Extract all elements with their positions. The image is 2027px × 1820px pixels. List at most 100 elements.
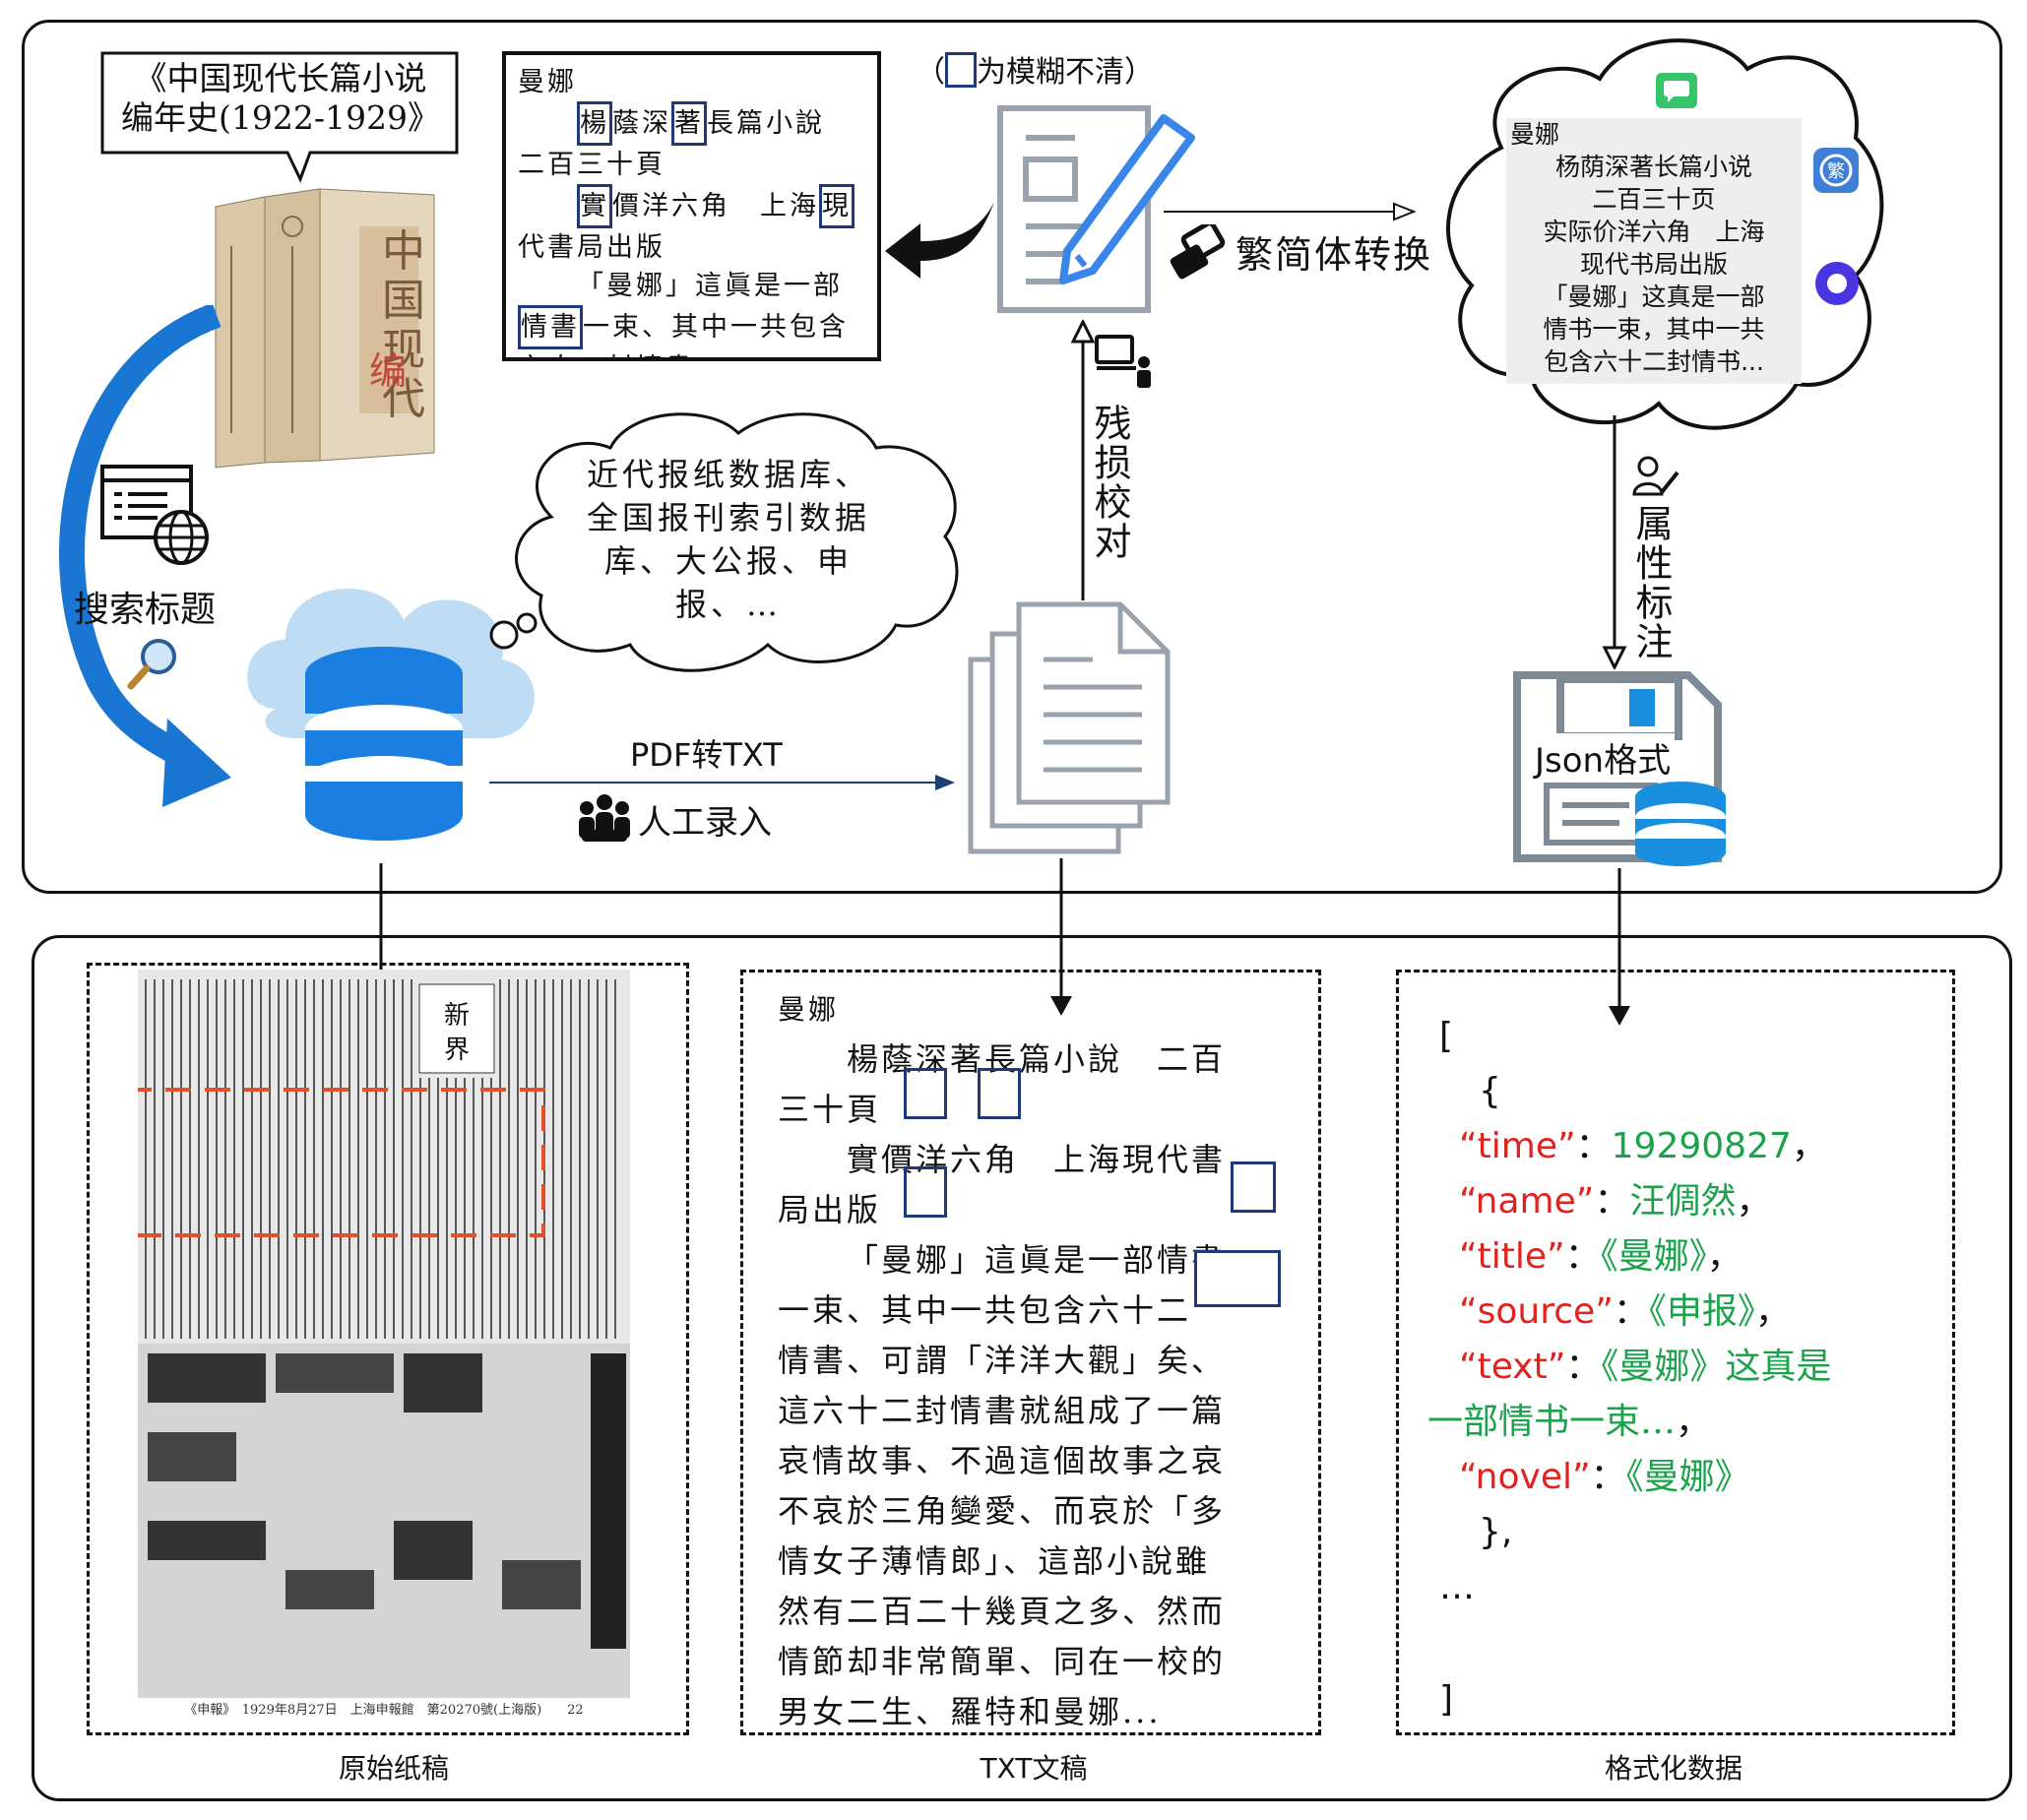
book-callout-line-2: 编年史(1922-1929》 — [121, 98, 440, 137]
json-novel-key: “novel” — [1459, 1457, 1591, 1497]
svg-text:中: 中 — [382, 226, 425, 277]
txt-line-14: 男女二生、羅特和曼娜... — [778, 1693, 1162, 1730]
json-text-row: “text”：《曼娜》这真是 — [1439, 1340, 1951, 1395]
manual-entry-label: 人工录入 — [638, 803, 772, 843]
edit-document-icon — [997, 105, 1195, 313]
txt-blur-box-4 — [1231, 1161, 1276, 1213]
simplified-line-5: 现代书局出版 — [1579, 250, 1728, 279]
ocr-card-line-3: 實價洋六角 上海現 — [518, 184, 865, 228]
ocr-card-line-6: 情書一束、其中一共包含 — [518, 305, 865, 349]
json-colon-2: ： — [1594, 1181, 1630, 1222]
json-name-val: 汪倜然 — [1629, 1181, 1737, 1222]
ocr-card-title: 曼娜 — [518, 67, 577, 97]
web-search-icon — [100, 465, 209, 565]
json-colon-5: ： — [1565, 1347, 1602, 1387]
txt-line-3: 實價洋六角 上海現代書 — [847, 1141, 1227, 1178]
json-close-brace: }, — [1479, 1512, 1513, 1552]
ocr-card: 曼娜 楊蔭深著長篇小說 二百三十頁 實價洋六角 上海現 代書局出版 「曼娜」這眞… — [502, 51, 881, 361]
txt-line-12: 然有二百二十幾頁之多、然而 — [778, 1593, 1227, 1630]
book-callout-bubble — [100, 51, 459, 183]
svg-text:界: 界 — [444, 1036, 470, 1065]
json-text-val-1: 《曼娜》这真是 — [1601, 1347, 1832, 1387]
json-comma-1: ， — [1791, 1126, 1827, 1166]
json-time-key: “time” — [1459, 1126, 1576, 1166]
db-cloud-line-2: 全国报刊索引数据 — [586, 499, 870, 536]
txt-blur-box-2 — [978, 1068, 1021, 1119]
simplified-line-7: 情书一束，其中一共 — [1543, 315, 1765, 344]
json-time-row: “time”：19290827， — [1439, 1119, 1951, 1174]
to-txt-arrow — [1050, 858, 1072, 1016]
edit-to-card-arrow — [885, 202, 994, 279]
json-document-content: [ { “time”：19290827， “name”：汪倜然， “title”… — [1427, 1009, 1951, 1727]
svg-text:代: 代 — [382, 374, 425, 424]
traditional-badge: 繁 — [1827, 161, 1845, 182]
json-ellipsis: … — [1439, 1567, 1475, 1607]
txt-line-5: 「曼娜」這眞是一部情書 — [847, 1241, 1227, 1279]
json-time-val: 19290827 — [1611, 1126, 1792, 1166]
proofread-label: 残损校对 — [1088, 404, 1131, 561]
json-source-row: “source”：《申报》， — [1439, 1285, 1951, 1340]
json-colon-3: ： — [1564, 1236, 1601, 1277]
newspaper-footer: 《申報》 1929年8月27日 上海申報館 第20270號(上海版) 22 — [184, 1703, 583, 1718]
ocr-l1-end: 長篇小說 — [707, 108, 825, 139]
svg-text:编: 编 — [369, 349, 407, 393]
caption-txt: TXT文稿 — [980, 1752, 1088, 1785]
json-colon-4: ： — [1613, 1291, 1649, 1332]
ocr-l6-end: 一束、其中一共包含 — [583, 312, 849, 343]
annotate-icon — [1632, 456, 1679, 496]
txt-line-10: 不哀於三角變愛、而哀於「多 — [778, 1492, 1227, 1530]
pdf-to-txt-label: PDF转TXT — [630, 736, 783, 774]
svg-text:新: 新 — [444, 1001, 470, 1031]
simplified-line-8: 包含六十二封情书... — [1544, 347, 1764, 376]
pdf-to-txt-arrow — [489, 775, 955, 790]
simplified-line-6: 「曼娜」这真是一部 — [1543, 282, 1765, 311]
ocr-l3-mid: 價洋六角 上海 — [612, 191, 819, 221]
annotate-arrow — [1602, 415, 1627, 669]
chat-app-icon — [1656, 73, 1697, 108]
ocr-blur-1: 楊 — [577, 101, 612, 146]
book-image: 中 国 现 代 编 — [215, 188, 435, 469]
ocr-blur-4: 現 — [819, 184, 855, 228]
db-cloud-line-1: 近代报纸数据库、 — [586, 456, 870, 493]
txt-line-2: 三十頁 — [778, 1091, 882, 1128]
ocr-card-line-1: 楊蔭深著長篇小說 — [518, 101, 865, 146]
txt-line-7: 情書、可謂「洋洋大觀」矣、 — [778, 1342, 1227, 1379]
blurry-note: （为模糊不清） — [916, 47, 1154, 91]
txt-line-13: 情節却非常簡單、同在一校的 — [778, 1643, 1227, 1680]
newspaper-scan: 新 界 《申報》 1929年8月27日 上海申報館 第20270號(上海版) 2… — [138, 970, 630, 1718]
original-paper-box — [87, 963, 689, 1735]
json-open-bracket: [ — [1439, 1016, 1454, 1056]
json-colon-1: ： — [1575, 1126, 1612, 1166]
txt-document-content: 曼娜 楊蔭深著長篇小說 二百 三十頁 實價洋六角 上海現代書 局出版 「曼娜」這… — [778, 984, 1309, 1737]
svg-text:现: 现 — [382, 325, 425, 375]
json-novel-row: “novel”：《曼娜》 — [1439, 1450, 1951, 1505]
blurry-sample-box — [945, 52, 977, 88]
json-comma-3: ， — [1706, 1236, 1742, 1277]
blurry-note-prefix: （ — [916, 55, 945, 90]
floppy-database-icon — [1513, 671, 1726, 866]
proofread-arrow — [1070, 320, 1096, 600]
json-close-bracket: ] — [1439, 1679, 1454, 1720]
bottom-panel — [32, 935, 2012, 1801]
database-thought-cloud — [489, 412, 959, 672]
people-group-icon — [579, 794, 630, 842]
ocr-card-line-5: 「曼娜」這眞是一部 — [577, 271, 843, 301]
txt-blur-box-3 — [904, 1166, 947, 1218]
txt-blur-box-1 — [904, 1068, 947, 1119]
document-stack-icon — [968, 601, 1171, 854]
translate-app-icon: 繁 — [1813, 148, 1859, 193]
txt-line-1: 楊蔭深著長篇小說 二百 — [847, 1040, 1227, 1078]
json-title-key: “title” — [1459, 1236, 1565, 1277]
txt-line-4: 局出版 — [778, 1191, 882, 1228]
json-text-val-2: 一部情书一束… — [1427, 1402, 1677, 1442]
convert-icon — [1170, 224, 1226, 280]
ring-app-icon — [1815, 262, 1859, 305]
ocr-card-line-4: 代書局出版 — [518, 232, 665, 263]
book-callout-text: 《中国现代长篇小说 编年史(1922-1929》 — [108, 59, 453, 138]
caption-original: 原始纸稿 — [338, 1752, 449, 1785]
json-format-label: Json格式 — [1531, 733, 1676, 782]
ocr-blur-5: 情書 — [518, 305, 583, 349]
top-panel — [22, 20, 2002, 894]
json-text-row-2: 一部情书一束…， — [1427, 1395, 1951, 1450]
ocr-l1-mid: 蔭深 — [612, 108, 671, 139]
